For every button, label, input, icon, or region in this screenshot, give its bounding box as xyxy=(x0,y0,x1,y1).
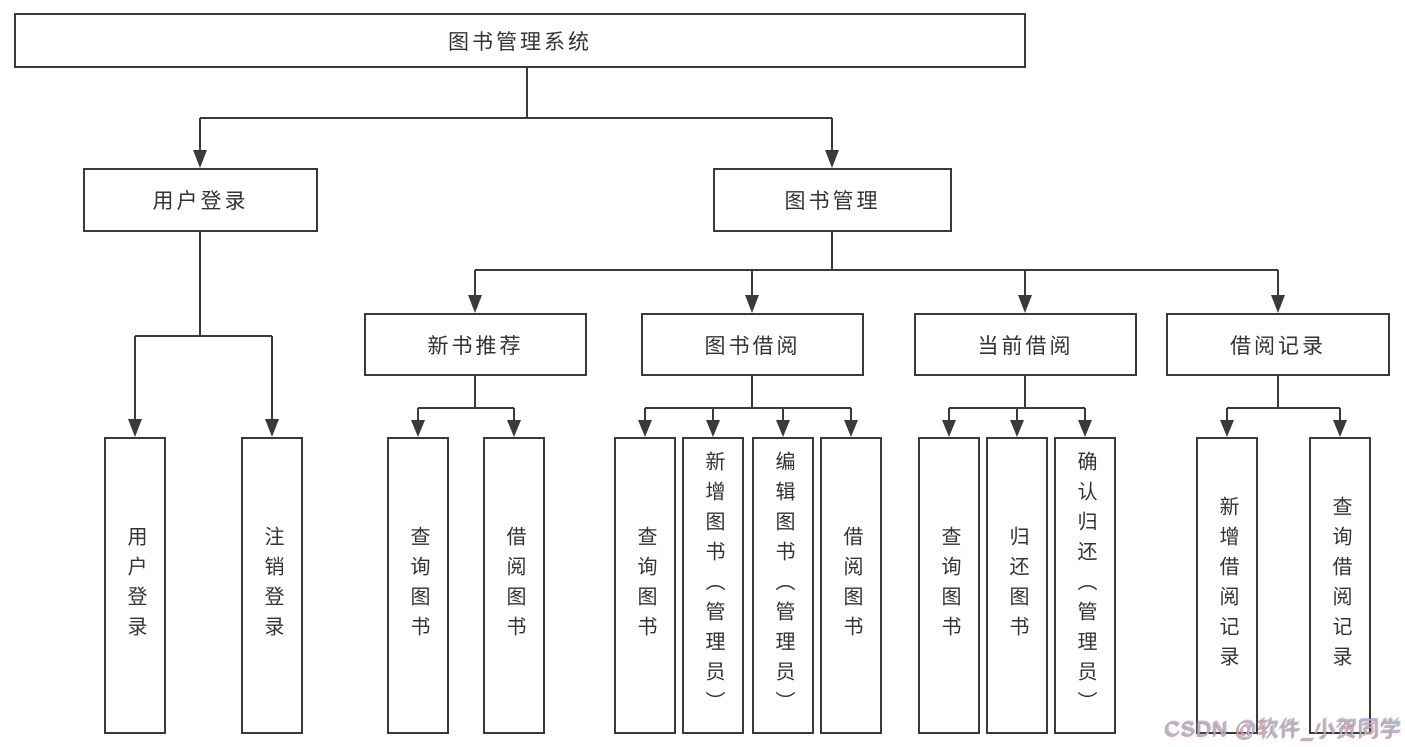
leaf-query-books-current-label: 查询图书 xyxy=(938,525,960,646)
node-root-label: 图书管理系统 xyxy=(448,30,592,54)
connector-book-borrowing-leaves xyxy=(638,376,858,437)
arrowhead-icon xyxy=(942,420,956,437)
arrowhead-icon xyxy=(411,420,425,437)
arrowhead-icon xyxy=(507,420,521,437)
arrowhead-icon xyxy=(638,420,652,437)
leaf-user-login: 用户登录 xyxy=(104,437,166,734)
leaf-borrow-books-recommend-label: 借阅图书 xyxy=(503,525,525,646)
arrowhead-icon xyxy=(776,420,790,437)
leaf-return-books: 归还图书 xyxy=(986,437,1048,734)
connector-current-borrowing-leaves xyxy=(942,376,1092,437)
node-book-management: 图书管理 xyxy=(713,168,952,232)
leaf-borrow-books-recommend: 借阅图书 xyxy=(483,437,545,734)
leaf-borrow-books: 借阅图书 xyxy=(820,437,882,734)
leaf-query-borrow-record-label: 查询借阅记录 xyxy=(1329,495,1351,676)
arrowhead-icon xyxy=(745,295,759,313)
leaf-query-borrow-record: 查询借阅记录 xyxy=(1309,437,1371,734)
node-borrowing-records-label: 借阅记录 xyxy=(1230,334,1326,358)
leaf-confirm-return-admin: 确认归还（管理员） xyxy=(1054,437,1116,734)
leaf-query-books-recommend-label: 查询图书 xyxy=(407,525,429,646)
watermark: CSDN @软件_小贺同学 xyxy=(1164,718,1402,741)
node-book-borrowing: 图书借阅 xyxy=(641,313,864,376)
arrowhead-icon xyxy=(1010,420,1024,437)
leaf-query-books-borrowing-label: 查询图书 xyxy=(634,525,656,646)
connector-user-login-leaves xyxy=(128,232,279,437)
node-current-borrowing: 当前借阅 xyxy=(914,313,1137,376)
leaf-borrow-books-label: 借阅图书 xyxy=(840,525,862,646)
leaf-query-books-borrowing: 查询图书 xyxy=(614,437,676,734)
node-root: 图书管理系统 xyxy=(14,13,1026,68)
arrowhead-icon xyxy=(128,419,142,437)
arrowhead-icon xyxy=(193,150,207,168)
node-new-book-recommend: 新书推荐 xyxy=(364,313,587,376)
connector-root-branches xyxy=(193,68,839,168)
leaf-query-books-recommend: 查询图书 xyxy=(387,437,449,734)
arrowhead-icon xyxy=(825,150,839,168)
arrowhead-icon xyxy=(1271,295,1285,313)
arrowhead-icon xyxy=(468,295,482,313)
leaf-confirm-return-admin-label: 确认归还（管理员） xyxy=(1074,450,1096,721)
node-user-login-label: 用户登录 xyxy=(152,190,249,213)
connector-new-book-recommend-leaves xyxy=(411,376,521,437)
leaf-add-borrow-record-label: 新增借阅记录 xyxy=(1216,495,1238,676)
leaf-return-books-label: 归还图书 xyxy=(1006,525,1028,646)
leaf-edit-books-admin-label: 编辑图书（管理员） xyxy=(772,450,794,721)
node-book-management-label: 图书管理 xyxy=(784,190,881,213)
node-user-login: 用户登录 xyxy=(83,168,318,232)
leaf-add-books-admin-label: 新增图书（管理员） xyxy=(702,450,724,721)
node-book-borrowing-label: 图书借阅 xyxy=(704,334,801,358)
arrowhead-icon xyxy=(1220,420,1234,437)
node-current-borrowing-label: 当前借阅 xyxy=(977,334,1074,358)
leaf-edit-books-admin: 编辑图书（管理员） xyxy=(752,437,814,734)
leaf-add-books-admin: 新增图书（管理员） xyxy=(682,437,744,734)
arrowhead-icon xyxy=(1078,420,1092,437)
arrowhead-icon xyxy=(265,419,279,437)
arrowhead-icon xyxy=(1333,420,1347,437)
connector-borrowing-records-leaves xyxy=(1220,376,1347,437)
leaf-query-books-current: 查询图书 xyxy=(918,437,980,734)
node-borrowing-records: 借阅记录 xyxy=(1166,313,1390,376)
connector-book-management-modules xyxy=(468,232,1285,313)
node-new-book-recommend-label: 新书推荐 xyxy=(427,334,524,358)
leaf-logout: 注销登录 xyxy=(241,437,303,734)
leaf-logout-label: 注销登录 xyxy=(261,525,283,646)
leaf-add-borrow-record: 新增借阅记录 xyxy=(1196,437,1258,734)
arrowhead-icon xyxy=(1018,295,1032,313)
arrowhead-icon xyxy=(706,420,720,437)
leaf-user-login-label: 用户登录 xyxy=(124,525,146,646)
arrowhead-icon xyxy=(844,420,858,437)
